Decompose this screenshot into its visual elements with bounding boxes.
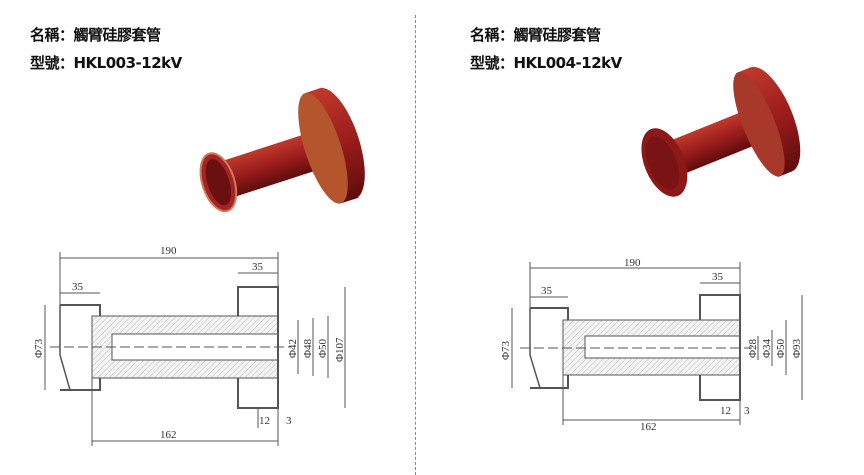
svg-text:190: 190 xyxy=(160,245,177,257)
svg-text:3: 3 xyxy=(744,405,750,417)
svg-text:Φ107: Φ107 xyxy=(334,337,346,362)
svg-text:162: 162 xyxy=(640,421,657,433)
product-photo-2 xyxy=(641,66,801,197)
drawing-2-labels: 190 35 35 162 12 3 Φ73 Φ28 Φ34 Φ50 Φ93 xyxy=(500,257,803,433)
svg-text:Φ50: Φ50 xyxy=(775,338,787,358)
svg-text:162: 162 xyxy=(160,429,177,441)
svg-text:Φ34: Φ34 xyxy=(761,338,773,358)
svg-text:Φ93: Φ93 xyxy=(791,338,803,358)
technical-drawing-2 xyxy=(511,262,803,425)
svg-text:Φ73: Φ73 xyxy=(33,338,45,358)
product-model-1: 型號：HKL003-12kV xyxy=(30,54,182,72)
svg-text:35: 35 xyxy=(541,285,553,297)
product-model-2: 型號：HKL004-12kV xyxy=(470,54,622,72)
svg-text:Φ50: Φ50 xyxy=(317,338,329,358)
svg-text:12: 12 xyxy=(259,415,270,427)
svg-text:Φ28: Φ28 xyxy=(747,338,759,358)
divider xyxy=(415,15,416,475)
svg-text:35: 35 xyxy=(72,281,84,293)
drawing-1-labels: 190 35 35 162 12 3 Φ73 Φ42 Φ48 Φ50 Φ107 xyxy=(33,245,346,441)
svg-text:Φ48: Φ48 xyxy=(302,338,314,358)
svg-text:35: 35 xyxy=(712,271,724,283)
technical-drawing-1 xyxy=(44,252,346,446)
svg-text:3: 3 xyxy=(286,415,292,427)
product-photo-1 xyxy=(199,87,365,213)
svg-text:35: 35 xyxy=(252,261,264,273)
svg-text:Φ73: Φ73 xyxy=(500,340,512,360)
svg-text:190: 190 xyxy=(624,257,641,269)
product-name-1: 名稱：觸臂硅膠套管 xyxy=(30,26,161,44)
product-name-2: 名稱：觸臂硅膠套管 xyxy=(470,26,601,44)
svg-text:Φ42: Φ42 xyxy=(287,339,299,358)
svg-text:12: 12 xyxy=(720,405,731,417)
